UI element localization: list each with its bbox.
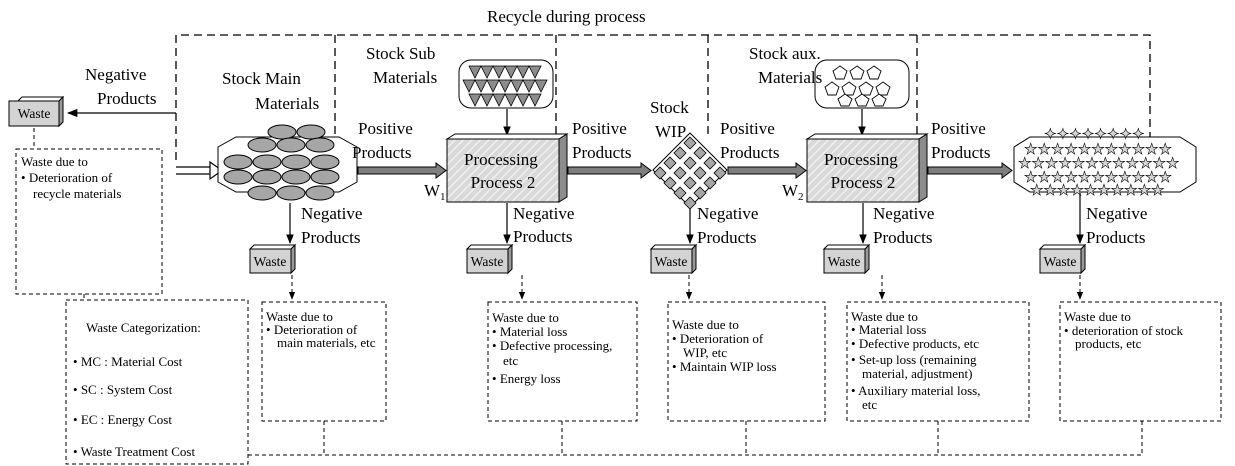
- waste-text-3: Waste due to • Deterioration of WIP, etc…: [672, 317, 777, 374]
- svg-text:Processing Process 2: Processing Process 2: [824, 150, 902, 192]
- waste-to-text-arrows: [288, 275, 1084, 300]
- positive-products-label-4: Positive Products: [931, 119, 991, 162]
- waste-box-1: Waste: [248, 243, 297, 275]
- w1-label: W1: [424, 181, 446, 203]
- bottom-connector: [248, 421, 1143, 456]
- waste-text-5: Waste due to • deterioration of stock pr…: [1064, 309, 1186, 351]
- waste-text-2: Waste due to • Material loss • Defective…: [492, 310, 616, 386]
- stock-main-materials: [217, 124, 358, 201]
- stock-wip: [652, 132, 728, 210]
- svg-text:★★★★★★★★★★★: ★★★★★★★★★★★: [1024, 142, 1172, 158]
- main-flow: [357, 162, 1013, 179]
- stock-wip-label: Stock WIP: [650, 98, 693, 141]
- positive-products-label-1: Positive Products: [352, 119, 417, 162]
- negative-products-label-3: Negative Products: [697, 204, 763, 247]
- svg-text:Waste: Waste: [254, 254, 287, 269]
- svg-text:Processing Process 2: Processing Process 2: [464, 150, 542, 192]
- stock-sub-label: Stock Sub Materials: [366, 44, 440, 87]
- waste-text-1: Waste due to • Deterioration of main mat…: [266, 309, 376, 350]
- waste-categorization: Waste Categorization: • MC : Material Co…: [73, 320, 204, 459]
- recycle-return-arrow: [176, 160, 224, 181]
- recycle-waste-text-box: [15, 148, 163, 295]
- svg-text:✦✦✦✦✦✦✦✦: ✦✦✦✦✦✦✦✦: [1044, 127, 1145, 143]
- svg-text:Waste: Waste: [655, 254, 688, 269]
- recycle-loop: [175, 34, 1151, 160]
- processing-process-2: Processing Process 2: [805, 133, 929, 203]
- stock-final-products: ✦✦✦✦✦✦✦✦ ★★★★★★★★★★★ ★★★★★★★★★★★★ ★★★★★★…: [1013, 127, 1197, 199]
- svg-text:Waste: Waste: [828, 254, 861, 269]
- processing-process-1: Processing Process 2: [445, 133, 569, 203]
- stock-sub-materials: [458, 59, 554, 109]
- stock-aux-materials: [814, 59, 910, 109]
- waste-categorization-box: [65, 299, 249, 465]
- waste-text-boxes: [261, 301, 1222, 422]
- svg-text:Waste: Waste: [1044, 254, 1077, 269]
- svg-text:★★★★★★★★★★★★: ★★★★★★★★★★★★: [1018, 156, 1179, 172]
- recycle-waste-text: Waste due to • Deterioration of recycle …: [21, 154, 121, 201]
- recycle-label: Recycle during process: [487, 7, 646, 26]
- stock-aux-label: Stock aux. Materials: [749, 44, 825, 87]
- positive-products-label-2: Positive Products: [572, 119, 632, 162]
- positive-products-label-3: Positive Products: [720, 119, 780, 162]
- stock-main-label: Stock Main Materials: [222, 69, 319, 113]
- negative-products-label-5: Negative Products: [1086, 204, 1152, 247]
- negative-products-recycle-label: Negative Products: [85, 65, 157, 108]
- svg-text:★★★★★★★★★★: ★★★★★★★★★★: [1030, 183, 1164, 199]
- waste-box-4: Waste: [822, 243, 871, 275]
- negative-products-label-2: Negative Products: [513, 204, 579, 246]
- negative-products-label-4: Negative Products: [873, 204, 939, 247]
- waste-label: Waste: [18, 106, 51, 121]
- svg-text:Waste: Waste: [471, 254, 504, 269]
- waste-box-2: Waste: [465, 243, 514, 275]
- waste-box-recycle: Waste: [8, 95, 65, 128]
- waste-box-3: Waste: [649, 243, 698, 275]
- negative-products-label-1: Negative Products: [301, 204, 367, 247]
- negative-arrows: [286, 193, 1084, 244]
- waste-text-4: Waste due to • Material loss • Defective…: [851, 309, 984, 412]
- svg-text:★★★★★★★★★★★: ★★★★★★★★★★★: [1024, 170, 1172, 186]
- w2-label: W2: [782, 181, 804, 203]
- waste-box-5: Waste: [1038, 243, 1087, 275]
